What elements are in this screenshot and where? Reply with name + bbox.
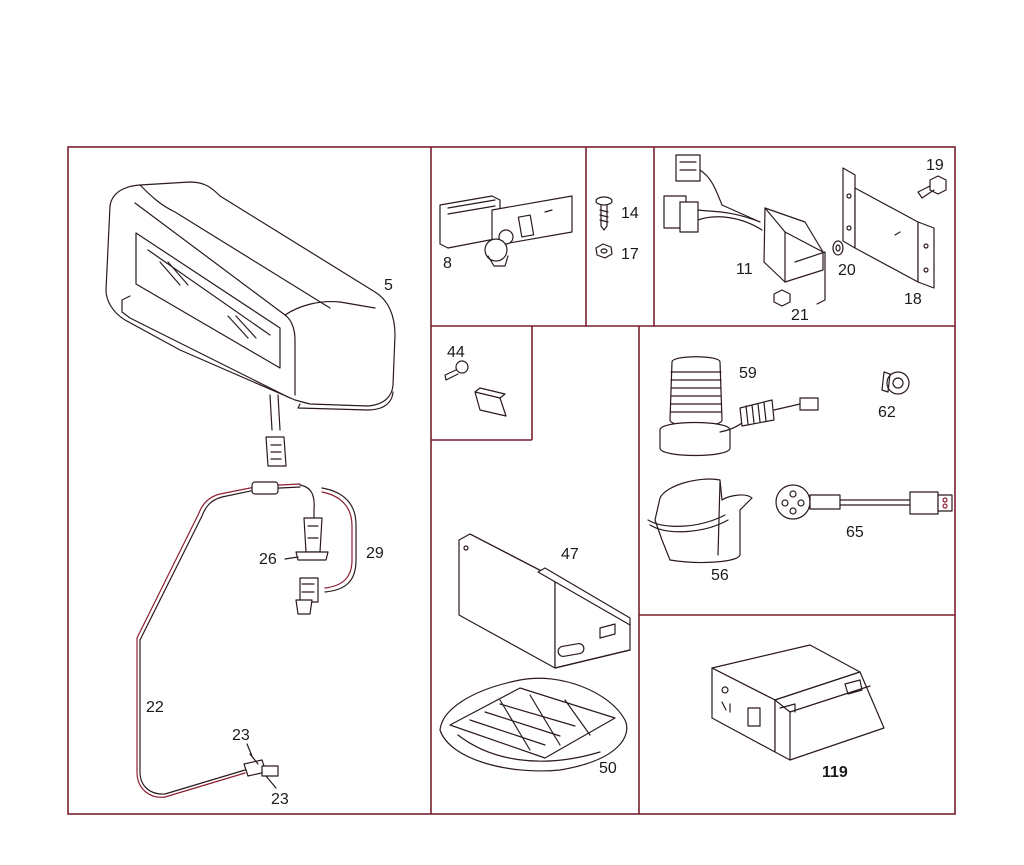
leader-23-upper — [246, 743, 253, 757]
callout-56: 56 — [711, 567, 729, 584]
callout-23-lower: 23 — [271, 791, 289, 808]
part-119-housing — [711, 644, 885, 761]
part-59-beacon — [659, 356, 819, 457]
part-47-bracket — [458, 533, 631, 669]
callout-23-upper: 23 — [232, 727, 250, 744]
callout-59: 59 — [739, 365, 757, 382]
part-22-cable-harness — [136, 481, 357, 798]
callout-119: 119 — [822, 764, 848, 781]
part-44-screw-clip — [444, 360, 507, 417]
part-14-screw — [595, 196, 613, 231]
callout-47: 47 — [561, 546, 579, 563]
callout-62: 62 — [878, 404, 896, 421]
callout-20: 20 — [838, 262, 856, 279]
diagram-frame — [67, 146, 956, 815]
callout-22: 22 — [146, 699, 164, 716]
part-50-tray — [439, 677, 628, 772]
cable-sleeve — [251, 481, 279, 495]
leader-26 — [284, 556, 299, 560]
part-18-bracket — [842, 167, 935, 289]
callout-11: 11 — [736, 261, 753, 278]
part-20-washer — [832, 240, 844, 256]
part-11-relay-module — [663, 154, 826, 307]
callout-26: 26 — [259, 551, 277, 568]
callout-5: 5 — [384, 277, 393, 294]
part-17-nut — [595, 243, 613, 259]
part-65-socket-cable — [775, 484, 953, 520]
callout-17: 17 — [621, 246, 639, 263]
callout-8: 8 — [443, 255, 452, 272]
part-5-lamp-housing — [105, 181, 396, 467]
callout-65: 65 — [846, 524, 864, 541]
callout-19: 19 — [926, 157, 944, 174]
callout-18: 18 — [904, 291, 922, 308]
callout-44: 44 — [447, 344, 465, 361]
callout-50: 50 — [599, 760, 617, 777]
leader-23-lower — [265, 775, 277, 789]
part-62-grommet — [881, 371, 910, 395]
part-8-switch-panel — [439, 195, 573, 267]
callout-21: 21 — [791, 307, 809, 324]
callout-14: 14 — [621, 205, 639, 222]
part-19-bolt — [917, 175, 947, 199]
part-56-cover — [647, 478, 753, 564]
callout-29: 29 — [366, 545, 384, 562]
